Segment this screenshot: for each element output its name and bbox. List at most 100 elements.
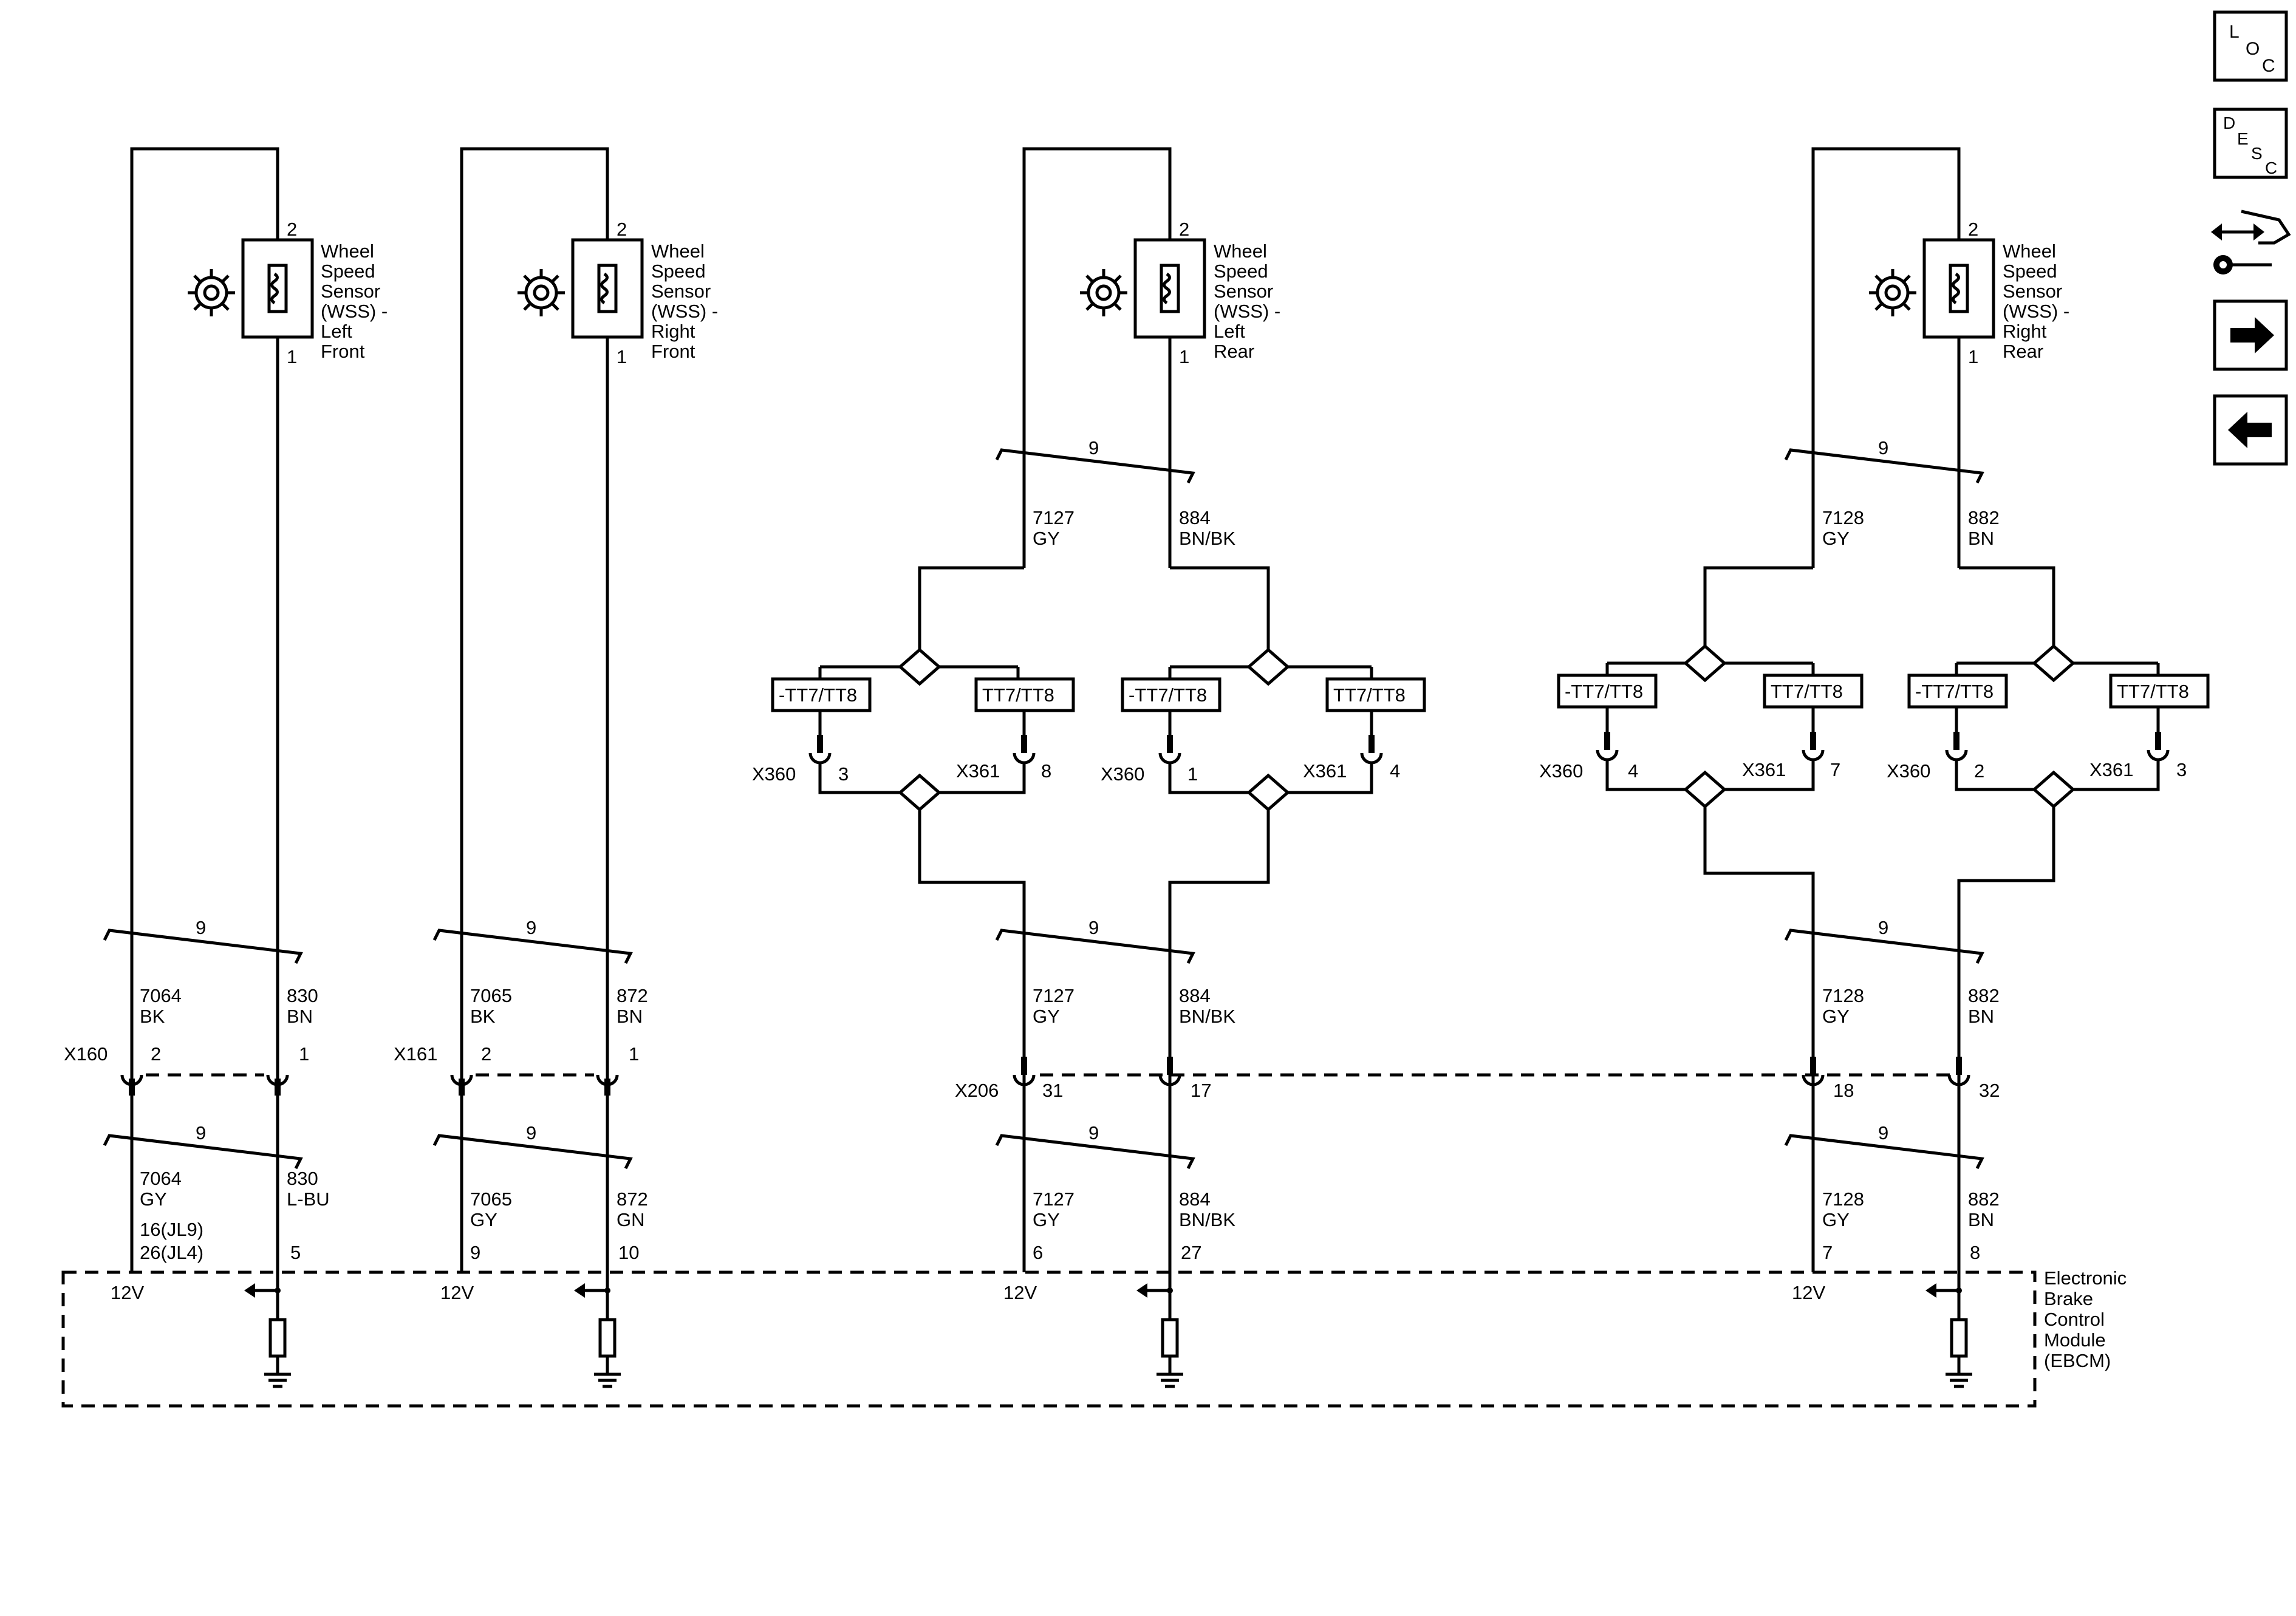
loc-button[interactable]: L O C	[2213, 10, 2288, 82]
ebcm-input-left-rear	[1136, 1272, 1183, 1386]
option-box	[2109, 673, 2210, 709]
svg-text:TT7/TT8: TT7/TT8	[1771, 681, 1843, 702]
svg-text:7128: 7128	[1822, 507, 1864, 528]
svg-text:9: 9	[1878, 1122, 1888, 1144]
svg-text:27: 27	[1181, 1242, 1201, 1263]
svg-text:7064: 7064	[140, 1168, 182, 1189]
svg-text:8: 8	[1970, 1242, 1980, 1263]
svg-text:1: 1	[1179, 346, 1189, 367]
svg-text:2: 2	[1179, 219, 1189, 240]
option-box	[1907, 673, 2008, 709]
svg-text:4: 4	[1390, 760, 1400, 782]
svg-text:-TT7/TT8: -TT7/TT8	[1915, 681, 1994, 702]
svg-text:12V: 12V	[1003, 1282, 1037, 1303]
svg-text:D[interactable]: D	[2223, 114, 2235, 132]
svg-text:2: 2	[1968, 219, 1978, 240]
svg-text:1: 1	[1968, 346, 1978, 367]
svg-text:BN/BK: BN/BK	[1179, 1006, 1235, 1027]
svg-text:X360: X360	[1539, 760, 1583, 782]
svg-text:GY: GY	[1033, 528, 1060, 549]
svg-text:884: 884	[1179, 1188, 1211, 1210]
svg-text:9: 9	[1878, 917, 1888, 938]
forward-arrow-icon[interactable]	[2213, 299, 2288, 371]
svg-text:X361: X361	[1303, 760, 1347, 782]
svg-text:17: 17	[1191, 1080, 1211, 1101]
svg-text:-TT7/TT8: -TT7/TT8	[1129, 684, 1207, 706]
desc-button[interactable]: D E S C	[2213, 107, 2288, 179]
svg-text:9: 9	[1088, 917, 1099, 938]
svg-text:4: 4	[1628, 760, 1638, 782]
svg-text:GY: GY	[140, 1188, 167, 1210]
svg-text:1: 1	[1187, 763, 1198, 785]
connector-x160: X160	[64, 1043, 108, 1065]
svg-text:882: 882	[1968, 507, 2000, 528]
svg-text:7064: 7064	[140, 985, 182, 1006]
svg-text:BN: BN	[1968, 1006, 1994, 1027]
svg-text:9: 9	[196, 917, 206, 938]
svg-text:32: 32	[1979, 1080, 2000, 1101]
wss-left-front-label: Wheel Speed Sensor (WSS) - Left Front	[321, 240, 393, 362]
svg-text:2: 2	[617, 219, 627, 240]
twisted-pair-marker	[103, 929, 303, 964]
svg-text:X360: X360	[1887, 760, 1930, 782]
svg-text:830: 830	[287, 1168, 318, 1189]
svg-text:9: 9	[1088, 1122, 1099, 1144]
svg-text:X361: X361	[956, 760, 1000, 782]
circuit-right-front: 2 1 Wheel Speed Sensor (WSS) - Right Fro…	[394, 147, 718, 1386]
svg-text:6: 6	[1033, 1242, 1043, 1263]
svg-text:L[interactable]: L	[2229, 22, 2240, 42]
svg-text:O[interactable]: O	[2246, 39, 2260, 59]
svg-text:BK: BK	[140, 1006, 165, 1027]
svg-text:X361: X361	[1742, 759, 1786, 780]
gear-icon	[1080, 269, 1127, 316]
svg-text:2: 2	[481, 1043, 491, 1065]
svg-text:5: 5	[290, 1242, 301, 1263]
svg-text:S[interactable]: S	[2251, 144, 2263, 163]
svg-text:TT7/TT8: TT7/TT8	[2117, 681, 2189, 702]
back-arrow-icon[interactable]	[2213, 394, 2288, 466]
svg-text:2: 2	[151, 1043, 161, 1065]
svg-text:-TT7/TT8: -TT7/TT8	[1565, 681, 1643, 702]
svg-text:1: 1	[287, 346, 297, 367]
svg-text:BN: BN	[287, 1006, 313, 1027]
svg-text:16(JL9): 16(JL9)	[140, 1219, 203, 1240]
svg-text:X361: X361	[2089, 759, 2133, 780]
svg-text:BN: BN	[617, 1006, 643, 1027]
svg-text:BN/BK: BN/BK	[1179, 528, 1235, 549]
svg-text:884: 884	[1179, 985, 1211, 1006]
svg-text:7065: 7065	[470, 985, 512, 1006]
ebcm-outline	[61, 1270, 2037, 1408]
connector-end-view-icon[interactable]	[2211, 210, 2291, 274]
svg-text:7: 7	[1830, 759, 1840, 780]
svg-text:12V: 12V	[440, 1282, 474, 1303]
option-box	[1557, 673, 1658, 709]
svg-text:7128: 7128	[1822, 1188, 1864, 1210]
svg-text:8: 8	[1041, 760, 1051, 782]
svg-text:872: 872	[617, 985, 648, 1006]
svg-text:C[interactable]: C	[2265, 159, 2277, 177]
svg-text:9: 9	[526, 1122, 536, 1144]
svg-text:26(JL4): 26(JL4)	[140, 1242, 203, 1263]
svg-text:872: 872	[617, 1188, 648, 1210]
svg-text:TT7/TT8: TT7/TT8	[982, 684, 1054, 706]
circuit-left-front: 2 1 Wheel Speed Sensor (WSS) - Left Fron…	[64, 147, 393, 1386]
option-box	[1121, 677, 1221, 712]
svg-text:18: 18	[1833, 1080, 1854, 1101]
svg-text:BN/BK: BN/BK	[1179, 1209, 1235, 1230]
svg-text:TT7/TT8: TT7/TT8	[1333, 684, 1406, 706]
ebcm-label: Electronic Brake Control Module (EBCM)	[2044, 1267, 2132, 1371]
circuit-left-rear: 2 1 Wheel Speed Sensor (WSS) - Left Rear…	[752, 147, 1426, 1386]
svg-text:7065: 7065	[470, 1188, 512, 1210]
wss-right-rear-label: Wheel Speed Sensor (WSS) - Right Rear	[2003, 240, 2075, 362]
svg-text:X360: X360	[752, 763, 796, 785]
svg-text:GY: GY	[1033, 1006, 1060, 1027]
svg-text:830: 830	[287, 985, 318, 1006]
ebcm-input-left-front	[244, 1272, 291, 1386]
svg-text:BN: BN	[1968, 528, 1994, 549]
svg-text:3: 3	[838, 763, 849, 785]
svg-text:X360: X360	[1101, 763, 1144, 785]
svg-text:C[interactable]: C	[2262, 56, 2275, 76]
svg-text:E[interactable]: E	[2237, 129, 2249, 148]
svg-text:7127: 7127	[1033, 507, 1075, 528]
option-box	[1763, 673, 1864, 709]
